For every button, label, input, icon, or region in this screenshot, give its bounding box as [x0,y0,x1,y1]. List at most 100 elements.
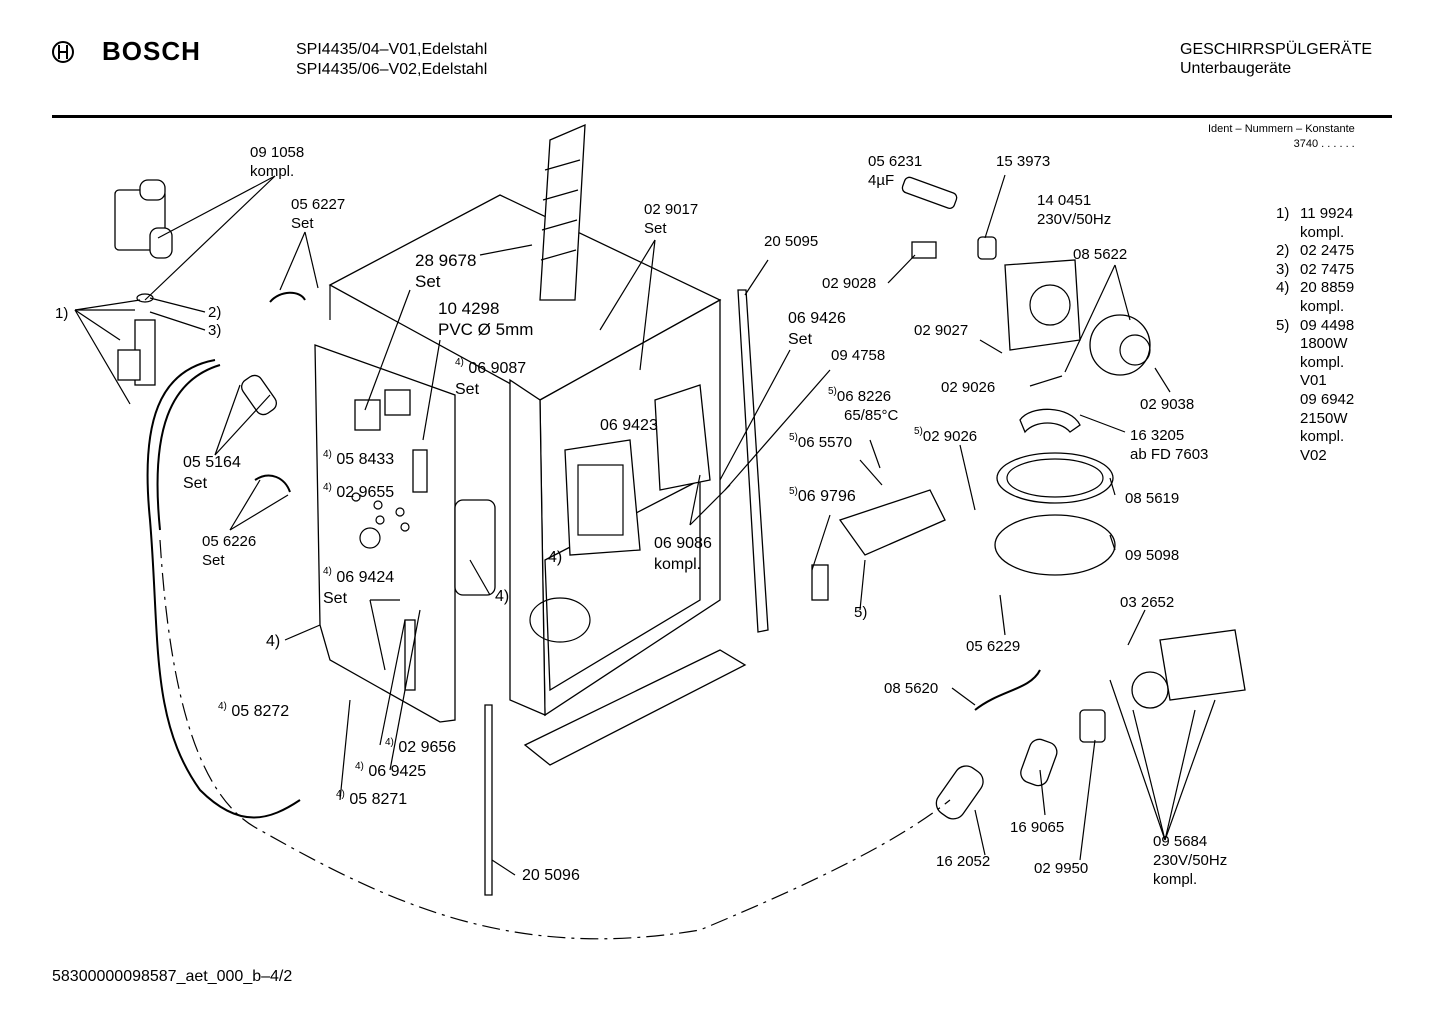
part-029027: 02 9027 [914,322,969,339]
legend-key [1276,391,1300,410]
brand-name: BOSCH [102,36,201,66]
drain-hose [974,669,1041,711]
legend-key [1276,224,1300,243]
circulation-pump [1004,259,1151,376]
legend-value: 09 6942 [1300,390,1355,408]
legend-key [1276,447,1300,466]
legend-value: kompl. [1300,428,1345,446]
legend-row: kompl. [1276,224,1354,243]
hose-055164 [241,374,277,416]
connector-169065 [1020,738,1058,787]
legend-value: 1800W [1300,335,1348,353]
part-029026-b: 5)02 9026 [914,426,978,446]
legend-key: 4) [1276,279,1290,297]
part-029656: 4) 02 9656 [385,737,457,757]
gasket-029950 [1079,709,1106,743]
legend-row: kompl. [1276,354,1354,373]
hose-162052 [935,765,984,820]
part-169065: 16 9065 [1010,819,1065,836]
legend-value: 11 9924 [1300,205,1354,222]
inlet-hose [146,359,301,819]
legend-row: 09 6942 [1276,391,1354,410]
part-153973: 15 3973 [996,153,1051,170]
legend-value: V01 [1300,372,1327,390]
callout-1: 1) [55,305,69,322]
legend-value: 09 4498 [1300,316,1355,334]
legend-value: V02 [1300,446,1327,464]
part-069796: 5)06 9796 [789,486,856,506]
part-205095: 20 5095 [764,233,819,250]
category-line-2: Unterbaugeräte [1180,60,1292,77]
legend-key [1276,298,1300,317]
legend-row: 1) 11 9924 [1276,205,1354,224]
hose-056227 [269,291,306,303]
part-069423: 06 9423 [600,417,658,434]
legend-value: kompl. [1300,297,1345,315]
part-029038: 02 9038 [1140,396,1195,413]
callout-2: 2) [208,304,222,321]
part-095098: 09 5098 [1125,547,1180,564]
legend-row: kompl. [1276,428,1354,447]
part-085622: 08 5622 [1073,246,1128,263]
legend-key [1276,428,1300,447]
legend-row: 1800W [1276,335,1354,354]
ident-block: Ident – Nummern – Konstante 3740 . . . .… [1208,122,1355,152]
part-153973 [977,236,997,260]
part-029026-a: 02 9026 [941,379,996,396]
callout-4-gasket: 4) [495,588,510,605]
sump-assembly [994,408,1116,576]
product-category: GESCHIRRSPÜLGERÄTE Unterbaugeräte [1180,40,1372,78]
part-162052: 16 2052 [936,853,991,870]
part-029028 [911,241,937,259]
legend-row: 2)02 2475 [1276,242,1354,261]
legend-key [1276,335,1300,354]
legend-key: 3) [1276,260,1290,278]
model-line-2: SPI4435/06–V02,Edelstahl [296,61,488,78]
aquastop-valve [114,179,173,386]
part-085620: 08 5620 [884,680,939,697]
legend-row: V01 [1276,372,1354,391]
legend-value: 02 2475 [1300,242,1355,260]
model-designation: SPI4435/04–V01,Edelstahl SPI4435/06–V02,… [296,40,487,80]
part-065570: 5)06 5570 [789,432,853,452]
legend-value: kompl. [1300,223,1345,241]
legend-key [1276,372,1300,391]
side-strip-right [737,289,769,633]
part-069425: 4) 06 9425 [355,761,427,781]
header-divider [52,115,1392,118]
callout-4-panel: 4) [266,633,281,650]
part-085619: 08 5619 [1125,490,1180,507]
legend-key: 1) [1276,205,1290,222]
legend-value: 2150W [1300,409,1348,427]
part-032652: 03 2652 [1120,594,1175,611]
capacitor [901,176,958,209]
legend-key: 5) [1276,316,1290,334]
part-058272: 4) 05 8272 [218,701,290,721]
legend-value: 20 8859 [1300,279,1355,297]
top-sealing-strip [539,123,586,301]
legend-row: 2150W [1276,410,1354,429]
brand-logo: BOSCH [52,36,201,67]
inlet-valve [1131,629,1246,709]
legend-row: 3)02 7475 [1276,261,1354,280]
part-029950: 02 9950 [1034,860,1089,877]
heater [811,489,946,601]
detergent-dispenser [564,384,711,556]
legend-key [1276,354,1300,373]
side-panel [314,344,456,723]
hose-056226 [254,474,291,493]
legend-row: 5) 09 4498 [1276,317,1354,336]
part-029028: 02 9028 [822,275,877,292]
